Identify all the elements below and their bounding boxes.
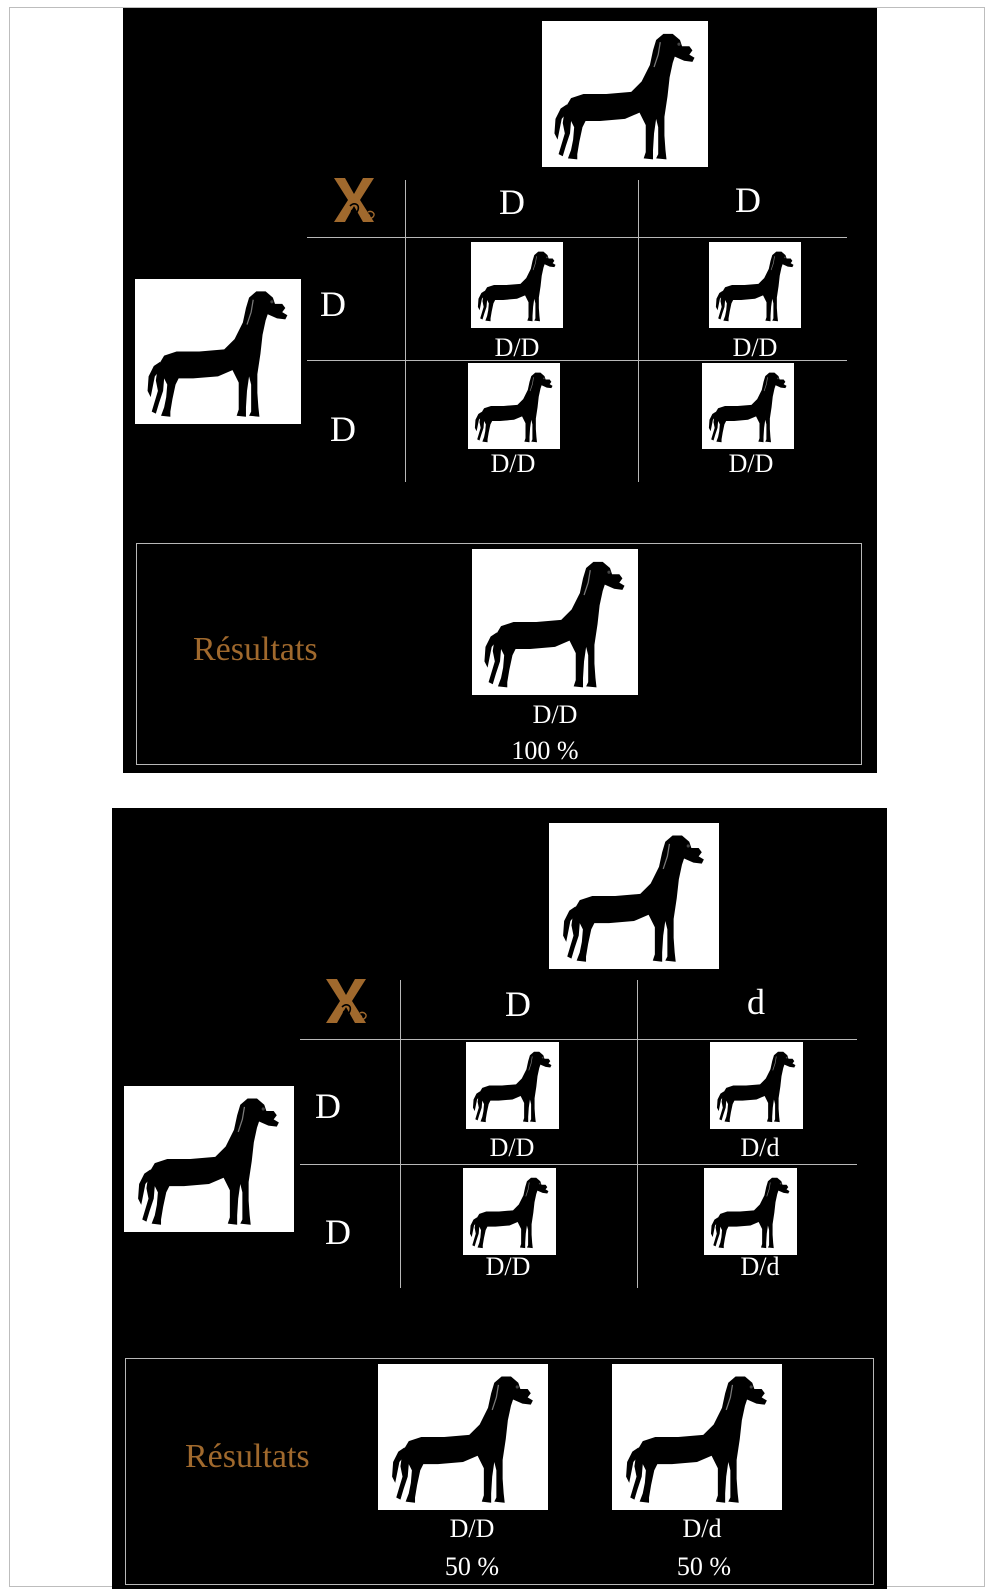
column-allele-2: D (718, 182, 778, 218)
parent-left-dog-card (124, 1086, 294, 1232)
cell-genotype-1: D/D (462, 1135, 562, 1161)
results-title: Résultats (193, 633, 318, 667)
cell-genotype-3: D/D (458, 1254, 558, 1280)
grid-horizontal-line-1 (307, 237, 847, 238)
offspring-dog-card (704, 1168, 797, 1255)
grid-horizontal-line-2 (300, 1164, 857, 1165)
dog-silhouette-icon (472, 549, 638, 695)
offspring-dog-card (468, 363, 560, 449)
parent-top-dog-card (542, 21, 708, 167)
dog-silhouette-icon (710, 1042, 803, 1129)
dog-silhouette-icon (135, 279, 301, 424)
column-allele-1: D (482, 184, 542, 220)
dog-silhouette-icon (709, 242, 801, 328)
dog-silhouette-icon (466, 1042, 559, 1129)
grid-vertical-line-2 (637, 980, 638, 1288)
parent-left-dog-card (135, 279, 301, 424)
result-genotype-1: D/D (412, 1516, 532, 1542)
dog-silhouette-icon (702, 363, 794, 449)
result-percent-1: 50 % (412, 1554, 532, 1580)
row-allele-2: D (313, 411, 373, 447)
result-dog-card-2 (612, 1364, 782, 1510)
cell-genotype-4: D/D (701, 451, 801, 477)
result-genotype: D/D (495, 702, 615, 728)
dog-silhouette-icon (542, 21, 708, 167)
dog-silhouette-icon (471, 242, 563, 328)
row-allele-2: D (308, 1214, 368, 1250)
result-percent: 100 % (485, 738, 605, 764)
dog-silhouette-icon (549, 823, 719, 969)
cell-genotype-2: D/d (710, 1135, 810, 1161)
result-dog-card-1 (378, 1364, 548, 1510)
dog-silhouette-icon (378, 1364, 548, 1510)
row-allele-1: D (298, 1088, 358, 1124)
grid-vertical-line-1 (405, 180, 406, 482)
cell-genotype-2: D/D (705, 335, 805, 361)
grid-vertical-line-2 (638, 180, 639, 482)
offspring-dog-card (463, 1168, 556, 1255)
grid-horizontal-line-1 (300, 1039, 857, 1040)
cell-genotype-3: D/D (463, 451, 563, 477)
results-title: Résultats (185, 1440, 310, 1474)
offspring-dog-card (702, 363, 794, 449)
offspring-dog-card (471, 242, 563, 328)
result-percent-2: 50 % (644, 1554, 764, 1580)
dog-silhouette-icon (612, 1364, 782, 1510)
cell-genotype-1: D/D (467, 335, 567, 361)
cell-genotype-4: D/d (710, 1254, 810, 1280)
offspring-dog-card (709, 242, 801, 328)
punnett-panel-1: D D D D D/D D/D D/D D/D Résultats D/D 10… (123, 8, 877, 773)
punnett-panel-2: D d D D D/D D/d D/D D/d Résultats D/D 50… (112, 808, 887, 1589)
cross-x-icon (332, 176, 376, 224)
parent-top-dog-card (549, 823, 719, 969)
column-allele-2: d (726, 984, 786, 1020)
dog-silhouette-icon (124, 1086, 294, 1232)
offspring-dog-card (466, 1042, 559, 1129)
grid-vertical-line-1 (400, 980, 401, 1288)
offspring-dog-card (710, 1042, 803, 1129)
dog-silhouette-icon (704, 1168, 797, 1255)
dog-silhouette-icon (463, 1168, 556, 1255)
dog-silhouette-icon (468, 363, 560, 449)
column-allele-1: D (488, 986, 548, 1022)
row-allele-1: D (303, 286, 363, 322)
cross-x-icon (324, 977, 368, 1025)
result-genotype-2: D/d (642, 1516, 762, 1542)
result-dog-card (472, 549, 638, 695)
